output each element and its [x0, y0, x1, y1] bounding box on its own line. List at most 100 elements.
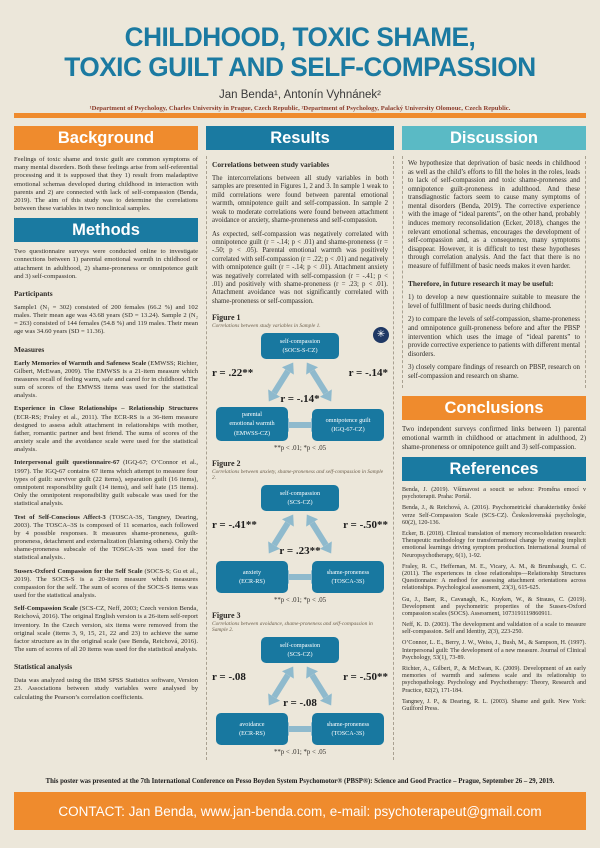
- reference-item: Gu, J., Baer, R., Cavanagh, K., Kuyken, …: [402, 596, 586, 617]
- figure-1-bottom-r: r = -.14*: [280, 393, 320, 406]
- correlation-arrow-right-icon: [309, 369, 329, 395]
- figure-1: Figure 1 Correlations between study vari…: [212, 313, 389, 453]
- future-research-heading: Therefore, in future research it may be …: [408, 279, 554, 289]
- poster-title-line1: CHILDHOOD, TOXIC SHAME,: [124, 22, 476, 52]
- figure-2-label: Figure 2: [212, 459, 241, 469]
- participants-body: Sample1 (N₁ = 302) consisted of 200 fema…: [14, 303, 198, 336]
- presentation-note: This poster was presented at the 7th Int…: [45, 778, 555, 785]
- measure-igq67-text: (IGQ-67; O’Connor et al., 1997). The IGQ…: [14, 459, 198, 508]
- column-right: Discussion We hypothesize that deprivati…: [402, 126, 586, 717]
- authors: Jan Benda¹, Antonín Vyhnánek²: [219, 89, 381, 102]
- results-para2: As expected, self-compassion was negativ…: [212, 230, 388, 305]
- reference-item: Tangney, J. P., & Dearing, R. L. (2003).…: [402, 698, 586, 712]
- measure-emwss-text: (EMWSS; Richter, Gilbert, McEwan, 2009).…: [14, 359, 198, 400]
- measure-ecrrs-text: (ECR-RS; Fraley et al., 2011). The ECR-R…: [14, 413, 198, 454]
- figure-2-caption: Correlations between anxiety, shame-pron…: [212, 469, 384, 482]
- header-divider-bar: [14, 113, 586, 118]
- section-header-results: Results: [206, 126, 394, 150]
- results-para1: The intercorrelations between all study …: [212, 175, 388, 225]
- section-header-references: References: [402, 457, 586, 482]
- figure-1-significance-note: **p < .01; *p < .05: [273, 445, 327, 453]
- figure-1-caption: Correlations between study variables in …: [212, 323, 321, 330]
- figure-3-right-r: r = -.50**: [343, 671, 388, 684]
- correlation-arrow-left-icon: [271, 369, 291, 395]
- figure-2-top-box: self-compassion (SCS-CZ): [261, 485, 339, 512]
- section-header-discussion: Discussion: [402, 126, 586, 150]
- measure-scs: Self-Compassion Scale (SCS-CZ, Neff, 200…: [14, 605, 198, 654]
- results-subheading: Correlations between study variables: [212, 160, 330, 169]
- correlation-arrow-bottom-icon: [279, 418, 321, 433]
- measures-heading: Measures: [14, 344, 45, 354]
- discussion-body: We hypothesize that deprivation of basic…: [402, 156, 586, 389]
- measure-ecrrs: Experience in Close Relationships – Rela…: [14, 405, 198, 454]
- column-left: Background Feelings of toxic shame and t…: [14, 126, 198, 707]
- measure-socs-name: Sussex-Oxford Compassion for the Self Sc…: [14, 567, 143, 575]
- figure-1-top-box: self-compassion (SOCS-S-CZ): [261, 333, 339, 360]
- conclusions-body: Two independent surveys confirmed links …: [402, 426, 586, 451]
- figure-3-caption: Correlations between avoidance, shame-pr…: [212, 621, 373, 634]
- contact-bar: CONTACT: Jan Benda, www.jan-benda.com, e…: [14, 792, 586, 830]
- measure-scs-name: Self-Compassion Scale: [14, 605, 78, 613]
- section-header-methods: Methods: [14, 218, 198, 243]
- figure-3-significance-note: **p < .01; *p < .05: [273, 749, 327, 757]
- discussion-item2: 2) to compare the levels of self-compass…: [408, 316, 580, 358]
- affiliations: ¹Department of Psychology, Charles Unive…: [89, 105, 511, 113]
- figure-2-left-box: anxiety (ECR-RS): [216, 561, 288, 594]
- figure-3-right-box: shame-proneness (TOSCA-3S): [312, 713, 384, 746]
- figure-3-left-box: avoidance (ECR-RS): [216, 713, 288, 746]
- figure-1-right-box: omnipotence guilt (IGQ-67-CZ): [312, 409, 384, 442]
- discussion-item1: 1) to develop a new questionnaire suitab…: [408, 294, 580, 310]
- figure-3-label: Figure 3: [212, 611, 241, 621]
- measure-igq67-name: Interpersonal guilt questionnaire-67: [14, 459, 120, 467]
- reference-item: Neff, K. D. (2003). The development and …: [402, 622, 586, 636]
- measure-igq67: Interpersonal guilt questionnaire-67 (IG…: [14, 459, 198, 508]
- participants-heading: Participants: [14, 288, 53, 298]
- measure-emwss-name: Early Memories of Warmth and Safeness Sc…: [14, 359, 147, 367]
- reference-item: Benda, J. (2019). Všímavost a soucit se …: [402, 487, 586, 501]
- measure-tosca-text: (TOSCA-3S, Tangney, Dearing, 2003). The …: [14, 513, 198, 562]
- reference-item: Fraley, R. C., Heffernan, M. E., Vicary,…: [402, 563, 586, 592]
- measure-tosca-name: Test of Self-Conscious Affect-3: [14, 513, 106, 521]
- asterisk-badge-icon: ✳: [373, 327, 389, 344]
- measure-tosca: Test of Self-Conscious Affect-3 (TOSCA-3…: [14, 514, 198, 563]
- reference-item: Ecker, B. (2018). Clinical translation o…: [402, 531, 586, 559]
- figure-2: Figure 2 Correlations between anxiety, s…: [212, 459, 388, 604]
- measure-scs-text: (SCS-CZ, Neff, 2003; Czech version Benda…: [14, 605, 198, 654]
- section-header-conclusions: Conclusions: [402, 396, 586, 421]
- figure-2-bottom-r: r = .23**: [279, 545, 321, 558]
- section-header-background: Background: [14, 126, 198, 150]
- figure-1-left-box: parental emotional warmth (EMWSS-CZ): [216, 406, 288, 442]
- figure-3-top-box: self-compassion (SCS-CZ): [261, 637, 339, 664]
- statistical-analysis-body: Data was analyzed using the IBM SPSS Sta…: [14, 677, 198, 701]
- correlation-arrow-right-icon: [309, 673, 329, 699]
- measure-emwss: Early Memories of Warmth and Safeness Sc…: [14, 360, 198, 401]
- statistical-analysis-heading: Statistical analysis: [14, 662, 73, 672]
- figure-2-right-r: r = -.50**: [343, 519, 388, 532]
- reference-item: O’Connor, L. E., Berry, J. W., Weiss, J.…: [402, 640, 586, 661]
- references-list: Benda, J. (2019). Všímavost a soucit se …: [402, 487, 586, 713]
- poster-title-line2: TOXIC GUILT AND SELF-COMPASSION: [64, 52, 536, 83]
- discussion-para1: We hypothesize that deprivation of basic…: [408, 160, 580, 270]
- column-results: Results Correlations between study varia…: [206, 126, 394, 761]
- figure-2-significance-note: **p < .01; *p < .05: [273, 597, 327, 605]
- measure-socs-text: (SOCS-S; Gu et al., 2019). The SOCS-S is…: [14, 567, 198, 600]
- measure-socs: Sussex-Oxford Compassion for the Self Sc…: [14, 568, 198, 601]
- methods-intro: Two questionnaire surveys were conducted…: [14, 248, 198, 280]
- figure-2-right-box: shame-proneness (TOSCA-3S): [312, 561, 384, 594]
- reference-item: Benda, J., & Reichová, A. (2016). Psycho…: [402, 505, 586, 526]
- discussion-item3: 3) closely compare findings of research …: [408, 364, 580, 380]
- background-body: Feelings of toxic shame and toxic guilt …: [14, 156, 198, 213]
- poster-header: CHILDHOOD, TOXIC SHAME, TOXIC GUILT AND …: [0, 0, 600, 112]
- figure-1-diagram: self-compassion (SOCS-S-CZ) r = .22** r …: [212, 333, 388, 442]
- poster-title: CHILDHOOD, TOXIC SHAME, TOXIC GUILT AND …: [9, 22, 591, 82]
- figure-2-diagram: self-compassion (SCS-CZ) r = -.41** r = …: [212, 485, 388, 594]
- figure-3-left-r: r = -.08: [212, 671, 246, 684]
- reference-item: Richter, A., Gilbert, P., & McEwan, K. (…: [402, 666, 586, 694]
- figure-1-left-r: r = .22**: [212, 367, 254, 380]
- correlation-arrow-left-icon: [271, 673, 291, 699]
- correlation-arrow-bottom-icon: [279, 722, 321, 737]
- results-body: Correlations between study variables The…: [206, 156, 394, 761]
- figure-3: Figure 3 Correlations between avoidance,…: [212, 611, 388, 756]
- figure-1-label: Figure 1: [212, 313, 241, 323]
